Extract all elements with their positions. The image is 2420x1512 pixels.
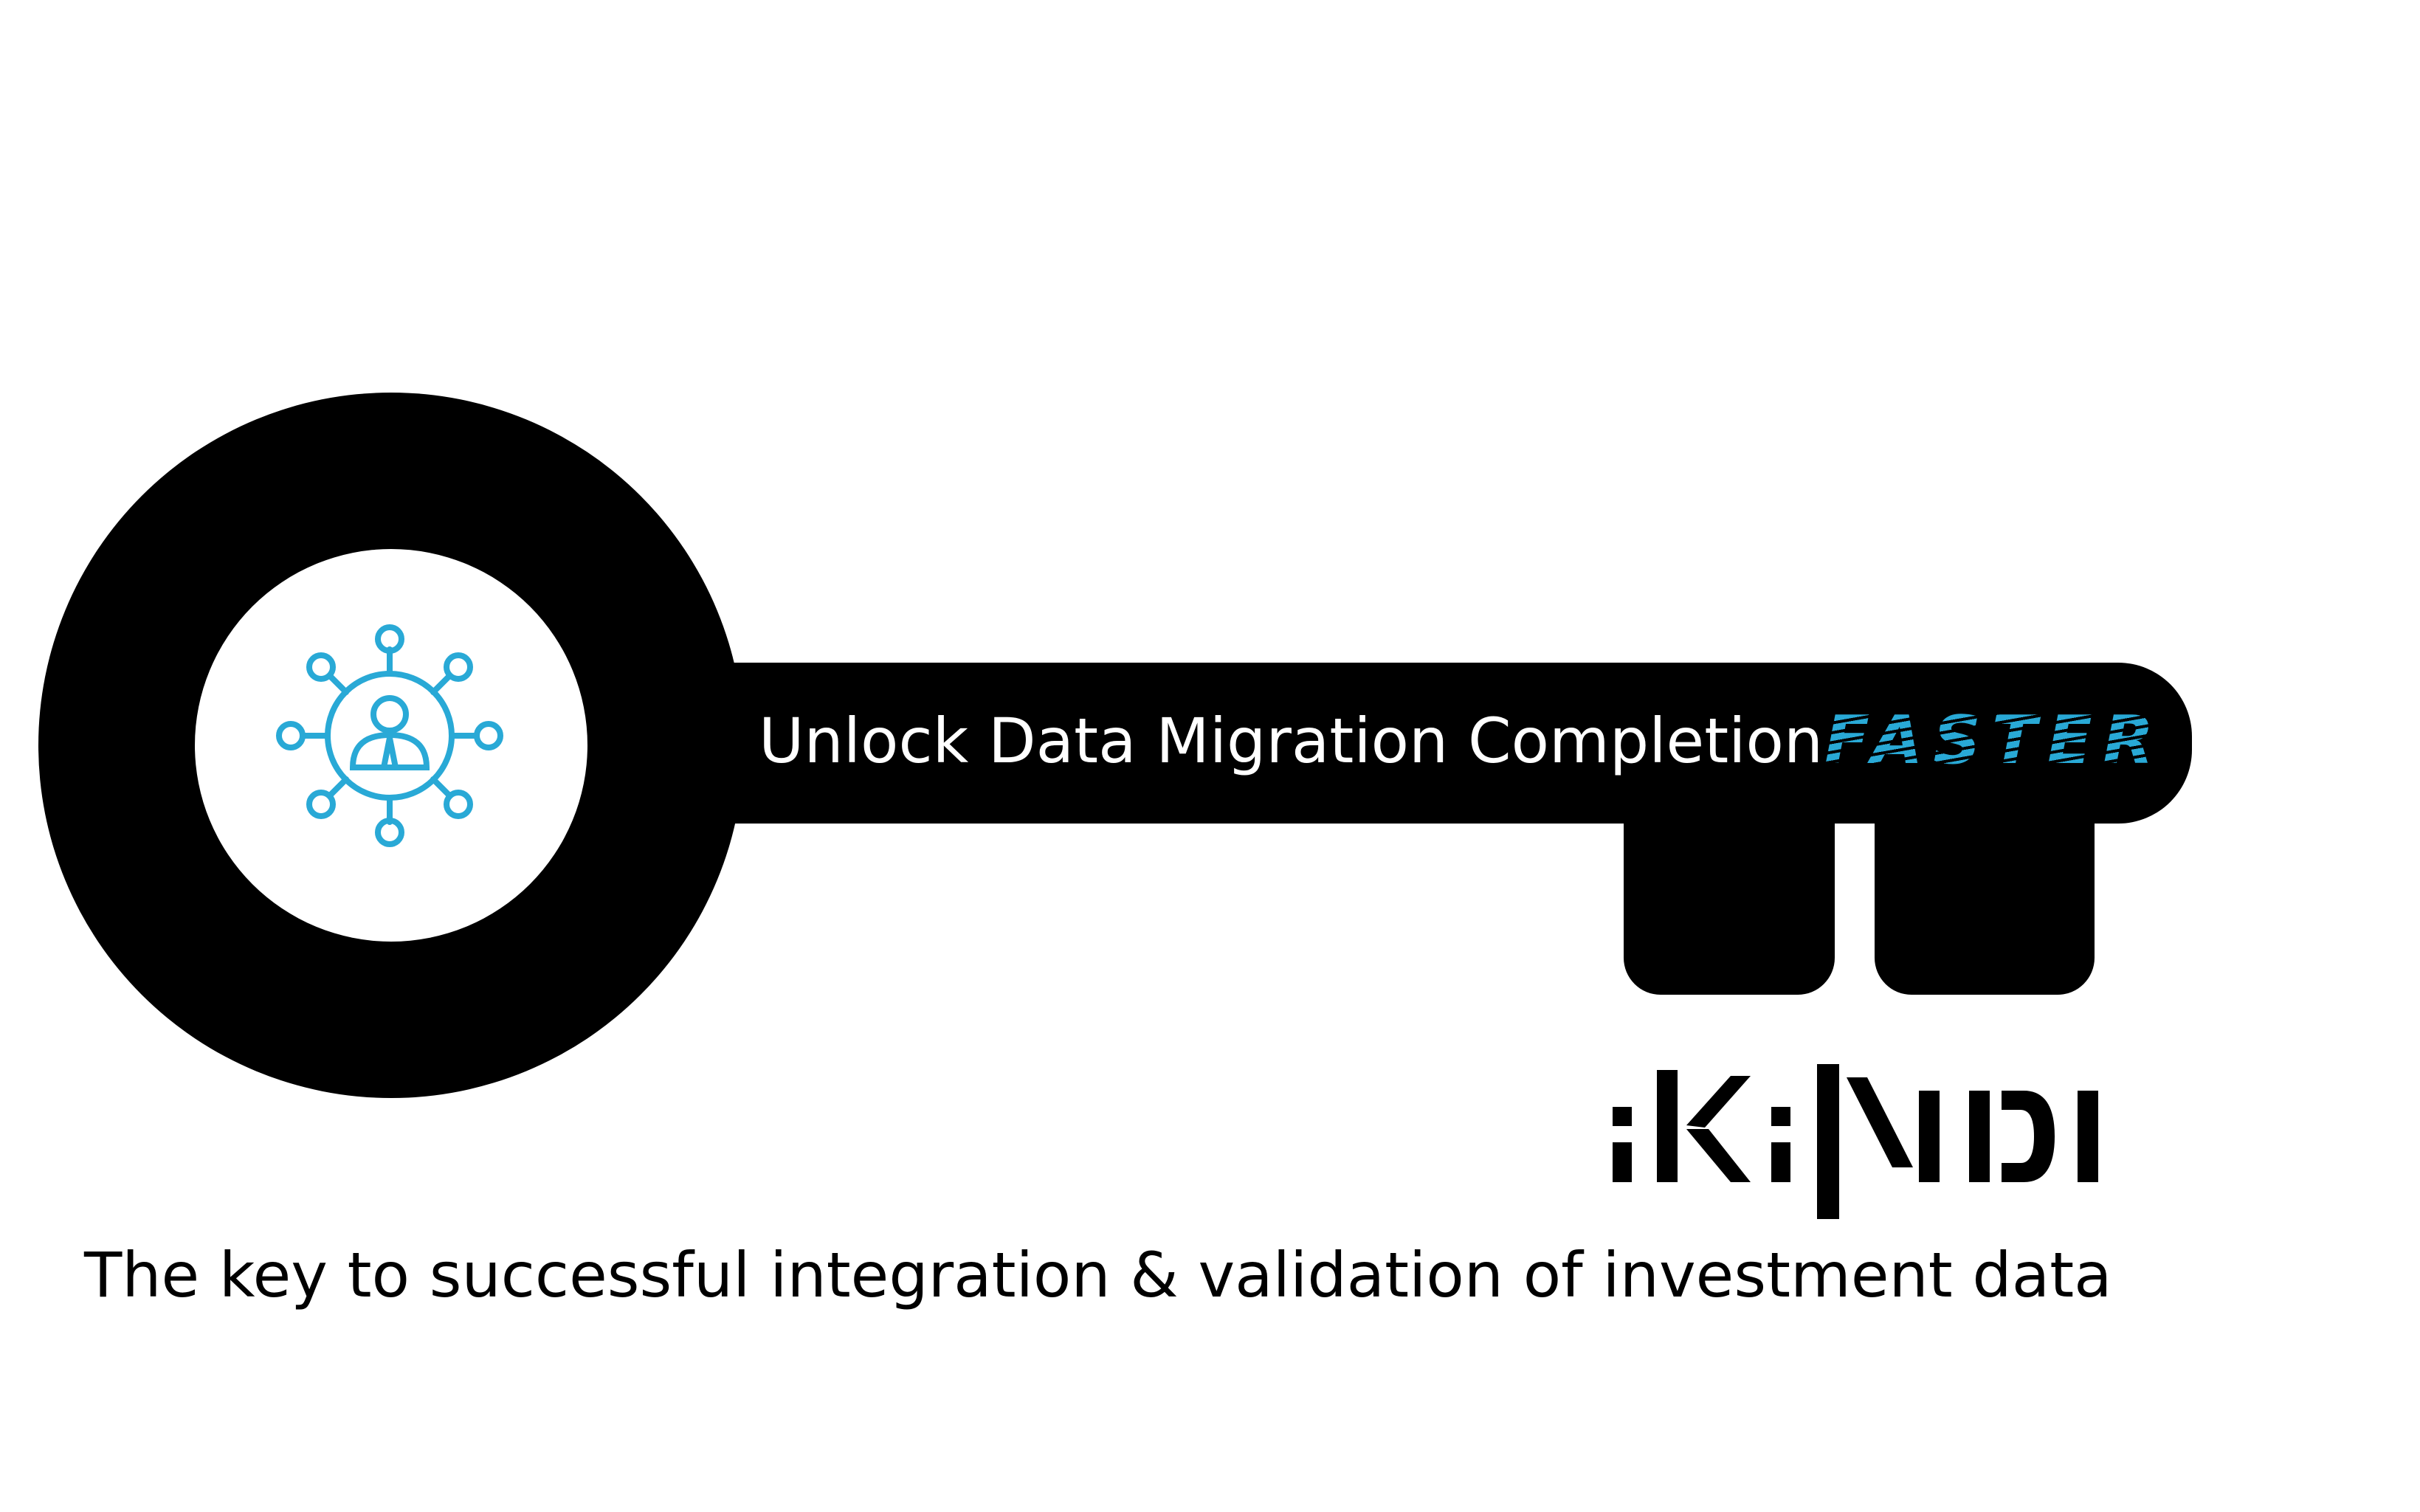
tagline-emphasis: FASTER <box>1824 697 2165 785</box>
key-tooth-right-top <box>1875 782 2095 856</box>
user-network-icon <box>276 624 503 847</box>
tagline-text: Unlock Data Migration Completion <box>759 705 1824 777</box>
caption-text: The key to successful integration & vali… <box>84 1239 2112 1311</box>
key-tooth-left-top <box>1624 782 1835 856</box>
ikindi-logo <box>1613 1064 2098 1219</box>
key-shaft-join <box>701 663 849 824</box>
